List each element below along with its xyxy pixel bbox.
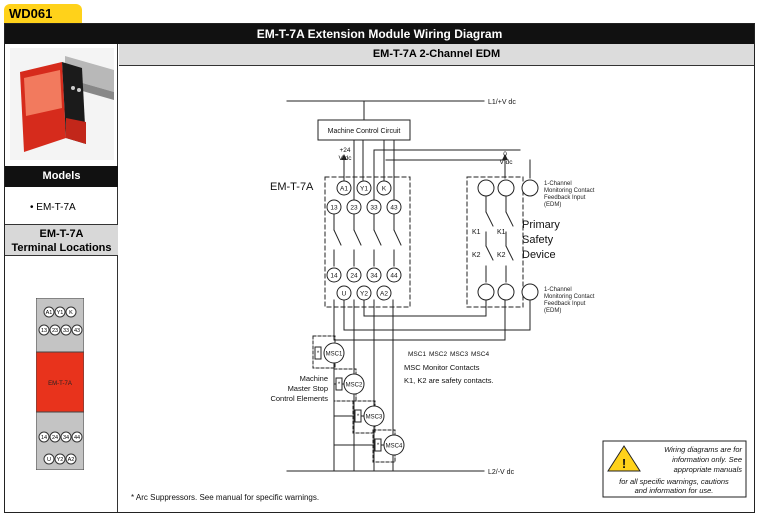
term-43: 43 (390, 205, 398, 212)
product-photo (10, 48, 114, 160)
mod-term-A2: A2 (68, 457, 75, 463)
term-33: 33 (370, 205, 378, 212)
edm-top-2: Monitoring Contact (544, 188, 595, 194)
primary-3: Device (522, 249, 556, 261)
edm-top-1: 1-Channel (544, 181, 572, 187)
safety-device-outline (466, 176, 524, 308)
warning-line-5: and information for use. (635, 486, 714, 495)
mod-term-44: 44 (74, 435, 80, 441)
frame (4, 23, 755, 513)
module-label: EM-T-7A (48, 381, 72, 387)
mod-term-34: 34 (63, 435, 69, 441)
machine-label-1: Machine (300, 374, 328, 383)
k1-left: K1 (472, 229, 481, 236)
warning-line-2: information only. See (672, 455, 742, 464)
term-23: 23 (350, 205, 358, 212)
zero-unit: V dc (499, 159, 513, 166)
coil-msc2: MSC2 (346, 383, 363, 389)
machine-label-2: Master Stop (288, 384, 328, 393)
rail-bottom-label: L2/-V dc (488, 469, 515, 476)
coil-msc3: MSC3 (366, 415, 383, 421)
warning-icon (607, 445, 641, 472)
mod-term-13: 13 (41, 328, 47, 334)
asterisk-1: * (317, 351, 320, 357)
term-A1: A1 (340, 186, 348, 193)
msc-list-2: MSC2 (429, 351, 447, 358)
term-Y2: Y2 (360, 291, 368, 298)
mod-term-A1: A1 (46, 310, 53, 316)
edm-bottom-1: 1-Channel (544, 287, 572, 293)
asterisk-2: * (338, 382, 341, 388)
asterisk-3: * (357, 414, 360, 420)
plus24-unit: V dc (338, 155, 352, 162)
term-Y1: Y1 (360, 186, 368, 193)
terminal-heading-line2: Terminal Locations (11, 242, 112, 254)
primary-1: Primary (522, 219, 560, 231)
edm-bottom-2: Monitoring Contact (544, 294, 595, 300)
k-note: K1, K2 are safety contacts. (404, 376, 494, 385)
mod-term-K: K (69, 310, 73, 316)
coil-msc4: MSC4 (386, 444, 403, 450)
asterisk-4: * (377, 443, 380, 449)
mod-term-23: 23 (52, 328, 58, 334)
term-44: 44 (390, 273, 398, 280)
edm-bottom-3: Feedback Input (544, 301, 586, 307)
terminal-heading-line1: EM-T-7A (39, 228, 84, 240)
k2-left: K2 (472, 252, 481, 259)
warning-line-4: for all specific warnings, cautions (619, 477, 729, 486)
mod-term-Y2: Y2 (57, 457, 64, 463)
machine-label-3: Control Elements (270, 394, 328, 403)
msc-list-3: MSC3 (450, 351, 468, 358)
mod-term-43: 43 (74, 328, 80, 334)
warning-line-3: appropriate manuals (674, 465, 743, 474)
plus24-label: +24 (339, 147, 350, 154)
edm-top-4: (EDM) (544, 202, 561, 208)
edm-bottom-4: (EDM) (544, 308, 561, 314)
footnote: * Arc Suppressors. See manual for specif… (131, 493, 319, 502)
term-24: 24 (350, 273, 358, 280)
zero-label: 0 (503, 151, 507, 158)
diagram-subtitle: EM-T-7A 2-Channel EDM (119, 44, 754, 66)
svg-text:!: ! (622, 456, 626, 471)
term-34: 34 (370, 273, 378, 280)
warning-line-1: Wiring diagrams are for (664, 445, 742, 454)
module-name: EM-T-7A (270, 181, 314, 193)
coil-msc1: MSC1 (326, 352, 343, 358)
k1-right: K1 (497, 229, 506, 236)
k2-right: K2 (497, 252, 506, 259)
mod-term-Y1: Y1 (57, 310, 64, 316)
terminal-module: EM-T-7A A1 Y1 K 13 23 33 43 14 24 34 44 … (36, 298, 84, 470)
msc-list-1: MSC1 (408, 351, 426, 358)
module-red-body (36, 351, 84, 413)
msc-list-4: MSC4 (471, 351, 489, 358)
rail-top-label: L1/+V dc (488, 99, 516, 106)
term-13: 13 (330, 205, 338, 212)
term-14: 14 (330, 273, 338, 280)
msc-monitor-label: MSC Monitor Contacts (404, 363, 480, 372)
term-U: U (342, 291, 347, 298)
mod-term-14: 14 (41, 435, 47, 441)
module-outline (324, 176, 411, 308)
mod-term-33: 33 (63, 328, 69, 334)
mcc-label: Machine Control Circuit (328, 128, 401, 135)
model-item: • EM-T-7A (30, 202, 76, 213)
terminal-heading: EM-T-7A Terminal Locations (5, 224, 118, 256)
edm-top-3: Feedback Input (544, 195, 586, 201)
sidebar (5, 44, 118, 512)
diagram-tag: WD061 (4, 4, 82, 23)
term-K: K (382, 186, 387, 193)
primary-2: Safety (522, 234, 554, 246)
models-heading: Models (5, 166, 118, 187)
page-title: EM-T-7A Extension Module Wiring Diagram (5, 24, 754, 44)
mod-term-U: U (47, 457, 51, 463)
term-A2: A2 (380, 291, 388, 298)
mod-term-24: 24 (52, 435, 58, 441)
